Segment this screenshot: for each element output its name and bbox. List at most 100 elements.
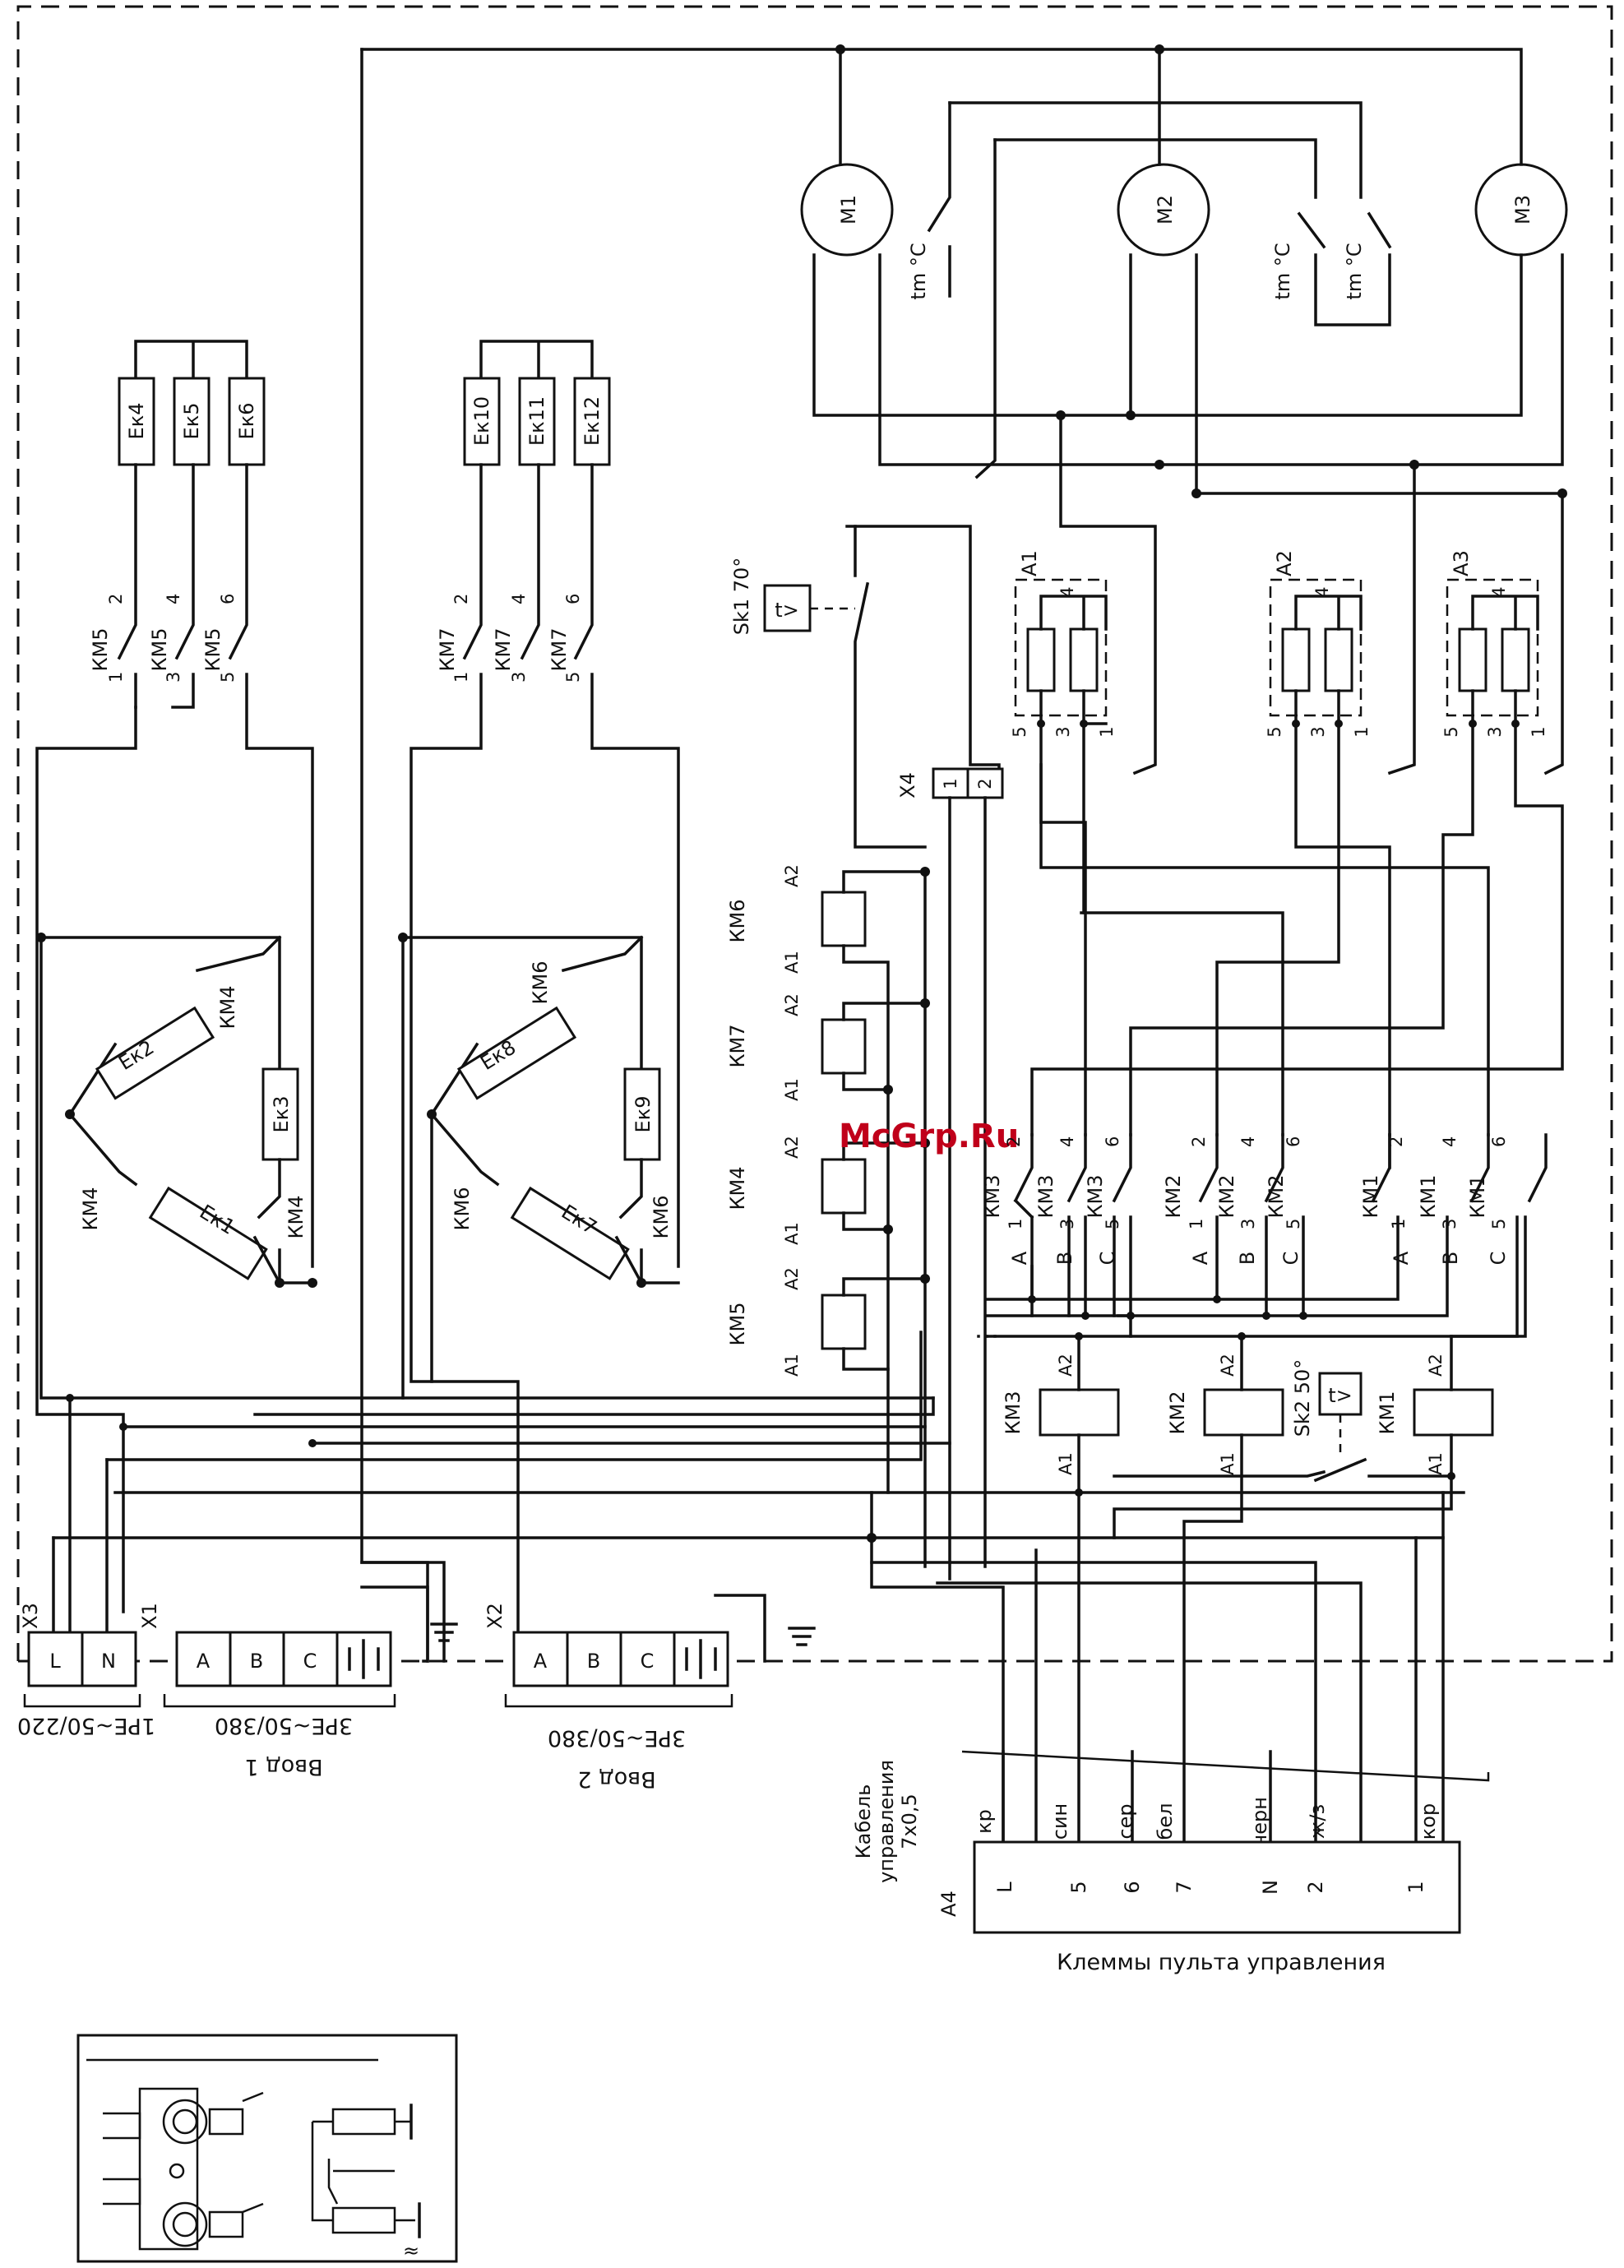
heater-ek12-label: Ек12 [581, 396, 604, 446]
inset-detail: ≈ [76, 2034, 458, 2263]
sensor-sk1: t> Sk1 70° [730, 558, 855, 635]
svg-text:2: 2 [1004, 1136, 1024, 1147]
svg-text:1: 1 [106, 672, 126, 683]
svg-text:3: 3 [509, 672, 529, 683]
control-cable: Кабель управления 7x0,5 кр син сер бел ч… [852, 1760, 1440, 1883]
motor-m2: M2 [1117, 163, 1210, 257]
motor-m1: M1 [800, 163, 894, 257]
svg-text:A: A [1189, 1251, 1212, 1265]
svg-text:А1: А1 [1218, 1452, 1238, 1475]
svg-text:КМ2: КМ2 [1215, 1174, 1238, 1218]
heater-ek5-label: Ек5 [180, 403, 203, 440]
svg-text:C: C [641, 1650, 655, 1673]
svg-text:5: 5 [1284, 1219, 1303, 1229]
svg-text:X3: X3 [19, 1603, 42, 1629]
svg-text:КМ5: КМ5 [201, 627, 224, 671]
svg-text:3: 3 [1440, 1219, 1460, 1229]
control-panel-caption: Клеммы пульта управления [1057, 1950, 1386, 1975]
terminal-x2: A B C X2 [483, 1603, 729, 1687]
heater-ek4-label: Ек4 [125, 403, 148, 440]
watermark: McGrp.Ru [839, 1118, 1019, 1155]
svg-text:4: 4 [1440, 1136, 1460, 1147]
svg-text:КМ5: КМ5 [89, 627, 112, 671]
motor-m1-label: M1 [837, 195, 860, 224]
terminal-x1: A B C X1 [138, 1603, 392, 1687]
svg-text:КМ6: КМ6 [726, 899, 749, 942]
svg-text:КМ7: КМ7 [726, 1024, 749, 1067]
svg-text:6: 6 [218, 594, 238, 604]
svg-text:5: 5 [1010, 726, 1029, 737]
svg-text:t>: t> [1328, 1384, 1353, 1407]
control-panel-a4: A4 L 5 6 7 N 2 1 Клеммы пульта управлени… [937, 1840, 1461, 1975]
svg-text:3: 3 [1057, 1219, 1077, 1229]
contactor-km5: КМ5 КМ5 КМ5 2 4 6 1 3 5 [89, 594, 238, 683]
svg-text:КМ4: КМ4 [726, 1166, 749, 1210]
svg-text:А1: А1 [782, 1078, 802, 1101]
control-cable-line [961, 1750, 1490, 1782]
svg-text:А2: А2 [1426, 1354, 1446, 1377]
heater-ek9-label: Ек9 [632, 1096, 655, 1133]
svg-text:А2: А2 [782, 993, 802, 1016]
svg-text:5: 5 [563, 672, 583, 683]
svg-text:КМ5: КМ5 [726, 1302, 749, 1345]
svg-text:КМ6: КМ6 [529, 960, 552, 1004]
svg-text:1: 1 [1006, 1219, 1025, 1229]
svg-text:4: 4 [164, 594, 183, 604]
svg-text:КМ7: КМ7 [492, 627, 515, 671]
svg-text:управления: управления [875, 1760, 898, 1883]
svg-text:A: A [1008, 1251, 1031, 1265]
capacitor-a2: A2 4 5 3 1 [1265, 550, 1372, 738]
svg-text:КМ7: КМ7 [436, 627, 459, 671]
svg-text:N: N [1259, 1880, 1282, 1895]
svg-text:А2: А2 [782, 864, 802, 887]
svg-text:A: A [1390, 1251, 1413, 1265]
capacitor-a3: A3 4 5 3 1 [1441, 550, 1548, 738]
svg-text:1: 1 [451, 672, 471, 683]
svg-text:КМ1: КМ1 [1417, 1174, 1440, 1218]
heater-group2: Ек10 Ек11 Ек12 [463, 377, 611, 466]
svg-text:КМ6: КМ6 [650, 1195, 673, 1238]
svg-text:А1: А1 [782, 1222, 802, 1245]
svg-text:А2: А2 [782, 1267, 802, 1290]
svg-text:КМ2: КМ2 [1166, 1391, 1189, 1434]
svg-text:А1: А1 [1426, 1452, 1446, 1475]
svg-text:6: 6 [1284, 1136, 1303, 1147]
heater-ek3-label: Ек3 [270, 1096, 293, 1133]
svg-text:КМ6: КМ6 [451, 1187, 474, 1230]
svg-text:2: 2 [106, 594, 126, 604]
svg-text:6: 6 [1103, 1136, 1122, 1147]
svg-text:А1: А1 [782, 1354, 802, 1377]
svg-text:4: 4 [1238, 1136, 1258, 1147]
svg-text:КМ3: КМ3 [1034, 1174, 1057, 1218]
svg-text:A: A [534, 1650, 548, 1673]
svg-text:3: 3 [164, 672, 183, 683]
svg-text:6: 6 [1121, 1881, 1144, 1893]
svg-text:2: 2 [1386, 1136, 1406, 1147]
terminal-x3: L N X3 [19, 1603, 137, 1687]
svg-text:сер: сер [1114, 1803, 1137, 1839]
svg-text:КМ3: КМ3 [981, 1174, 1004, 1218]
svg-text:бел: бел [1154, 1803, 1177, 1840]
x1-input-caption: Ввод 1 [244, 1754, 322, 1780]
svg-text:КМ2: КМ2 [1265, 1174, 1288, 1218]
thermostat-m2-label: tm °C [1271, 243, 1294, 299]
thermostat-m1-label: tm °C [907, 243, 930, 299]
svg-text:X4: X4 [896, 772, 919, 798]
svg-text:ж/з: ж/з [1306, 1804, 1329, 1839]
motor-m2-label: M2 [1154, 195, 1177, 224]
svg-text:3: 3 [1308, 726, 1328, 737]
svg-text:3: 3 [1053, 726, 1073, 737]
heater-group1: Ек4 Ек5 Ек6 [118, 377, 266, 466]
svg-text:1: 1 [1187, 1219, 1206, 1229]
motor-m3: M3 [1474, 163, 1568, 257]
svg-text:7x0,5: 7x0,5 [898, 1794, 921, 1849]
enclosure-boundary [16, 5, 1613, 1663]
delta2-heaters: Ек8 Ек9 Ек7 [456, 1006, 661, 1280]
svg-text:КМ5: КМ5 [148, 627, 171, 671]
svg-text:3: 3 [1485, 726, 1505, 737]
svg-text:6: 6 [563, 594, 583, 604]
x2-voltage-caption: 3PE~50/380 [548, 1725, 686, 1751]
svg-text:5: 5 [1489, 1219, 1509, 1229]
thermostat-m3-label: tm °C [1343, 243, 1366, 299]
svg-text:B: B [1236, 1252, 1259, 1265]
